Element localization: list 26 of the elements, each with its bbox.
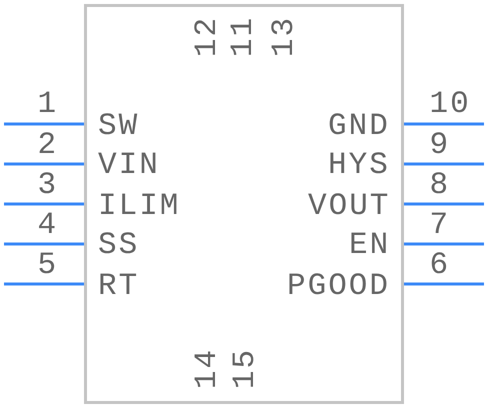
pin-number: 6 <box>430 250 450 280</box>
pin-number: 12 <box>192 15 223 57</box>
pin-number: 9 <box>430 130 450 160</box>
pin-number: 14 <box>192 347 223 389</box>
pin-name: VOUT <box>308 190 390 222</box>
pin-number: 1 <box>38 88 58 120</box>
pin-name: SW <box>98 110 140 142</box>
pin-name: ILIM <box>98 190 180 222</box>
pin-number: 10 <box>430 88 471 120</box>
pin-number: 4 <box>38 210 58 240</box>
pin-name: VIN <box>98 150 160 180</box>
pin-number: 2 <box>38 130 58 160</box>
pin-number: 8 <box>430 170 450 200</box>
pin-name: GND <box>328 110 390 142</box>
pin-number: 3 <box>38 170 58 200</box>
pin-name: RT <box>98 270 140 302</box>
pin-name: EN <box>349 230 390 260</box>
pin-name: PGOOD <box>287 270 390 302</box>
pin-number: 11 <box>228 15 259 57</box>
pin-name: SS <box>98 230 140 260</box>
pin-number: 13 <box>268 15 300 57</box>
chip-body <box>84 4 404 404</box>
pin-number: 7 <box>430 210 450 240</box>
pin-number: 5 <box>38 250 58 280</box>
pin-number: 15 <box>230 347 261 389</box>
pin-name: HYS <box>328 150 390 180</box>
